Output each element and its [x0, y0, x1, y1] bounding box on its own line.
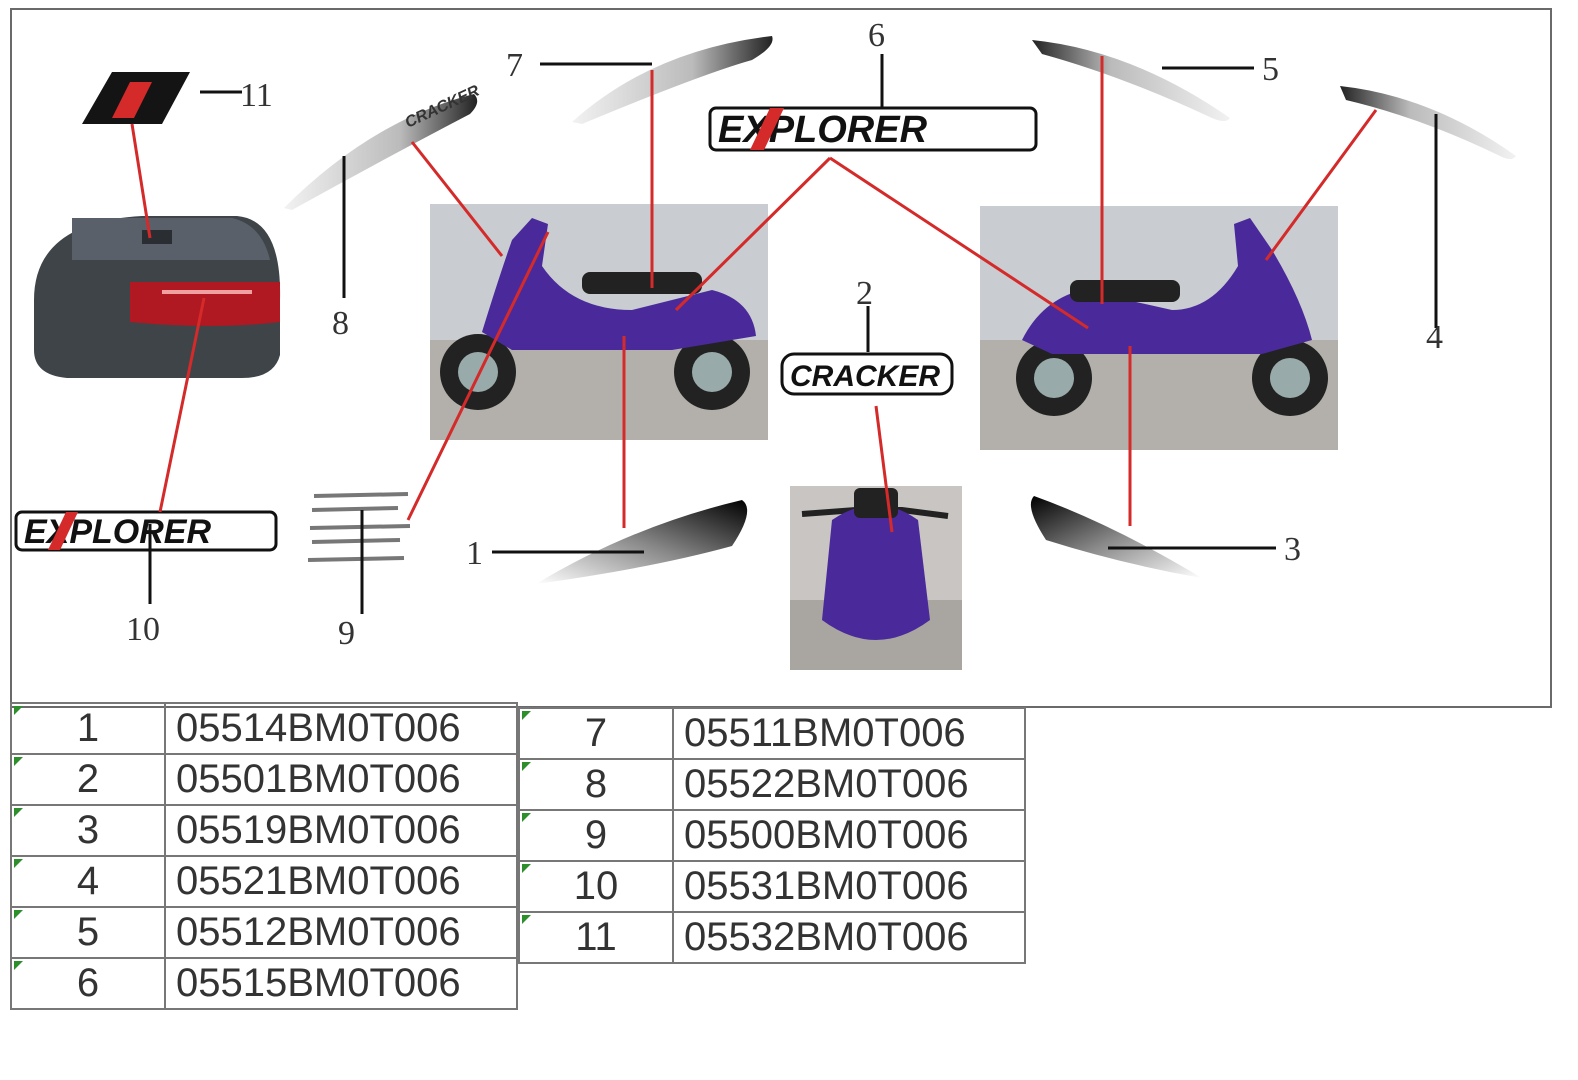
- top-case-image: [34, 216, 281, 378]
- callout-4: 4: [1426, 319, 1443, 356]
- part-number-cell: 9: [518, 809, 674, 862]
- red-leader-lines: [130, 56, 1378, 533]
- part-code-cell: 05522BM0T006: [672, 758, 1026, 811]
- callout-6: 6: [868, 17, 885, 54]
- explorer-top-text: EXPLORER: [718, 109, 928, 151]
- scooter-photo-right: [980, 206, 1338, 450]
- callout-10: 10: [126, 611, 160, 648]
- scooter-photo-left: [430, 204, 768, 440]
- part-code-cell: 05500BM0T006: [672, 809, 1026, 862]
- cracker-text: CRACKER: [790, 360, 940, 393]
- decal-side-stripe-top: [540, 36, 773, 124]
- part-code-cell: 05511BM0T006: [672, 707, 1026, 760]
- part-code-cell: 05501BM0T006: [164, 753, 518, 806]
- callout-7: 7: [506, 47, 523, 84]
- callout-1: 1: [466, 535, 483, 572]
- decal-explorer-top: EXPLORER: [708, 54, 1038, 152]
- part-number-cell: 3: [10, 804, 166, 857]
- diagram-canvas: EXPLORER CRACKER EXPLORER: [14, 17, 1516, 670]
- callout-3: 3: [1284, 531, 1301, 568]
- callout-9: 9: [338, 615, 355, 652]
- part-number-cell: 2: [10, 753, 166, 806]
- part-code-cell: 05532BM0T006: [672, 911, 1026, 964]
- decal-x-logo: [82, 72, 242, 124]
- part-code-cell: 05515BM0T006: [164, 957, 518, 1010]
- part-number-cell: 8: [518, 758, 674, 811]
- decal-side-panel-right: [1030, 496, 1276, 578]
- decal-cracker: CRACKER: [780, 306, 954, 396]
- decal-front-stripe-right: [1340, 86, 1516, 328]
- part-number-cell: 5: [10, 906, 166, 959]
- part-code-cell: 05531BM0T006: [672, 860, 1026, 913]
- callout-5: 5: [1262, 51, 1279, 88]
- part-code-cell: 05521BM0T006: [164, 855, 518, 908]
- part-number-cell: 6: [10, 957, 166, 1010]
- part-code-cell: 05519BM0T006: [164, 804, 518, 857]
- part-code-cell: 05512BM0T006: [164, 906, 518, 959]
- parts-diagram: EXPLORER CRACKER EXPLORER: [10, 8, 1552, 708]
- part-number-cell: 10: [518, 860, 674, 913]
- callout-2: 2: [856, 275, 873, 312]
- decal-side-stripe-right: [1032, 40, 1254, 121]
- callout-11: 11: [240, 77, 273, 114]
- scooter-photo-front: [790, 486, 962, 670]
- callout-numbers: 1 2 3 4 5 6 7 8 9 10 11: [126, 17, 1443, 652]
- decal-stripes: [307, 492, 411, 562]
- callout-8: 8: [332, 305, 349, 342]
- part-number-cell: 7: [518, 707, 674, 760]
- part-code-cell: 05514BM0T006: [164, 702, 518, 755]
- black-leader-lines: [148, 156, 364, 614]
- part-number-cell: 11: [518, 911, 674, 964]
- decal-explorer-left: EXPLORER: [14, 510, 278, 552]
- decal-front-stripe-left: CRACKER: [284, 82, 483, 210]
- decal-side-panel-left: [492, 500, 748, 584]
- part-number-cell: 1: [10, 702, 166, 755]
- part-number-cell: 4: [10, 855, 166, 908]
